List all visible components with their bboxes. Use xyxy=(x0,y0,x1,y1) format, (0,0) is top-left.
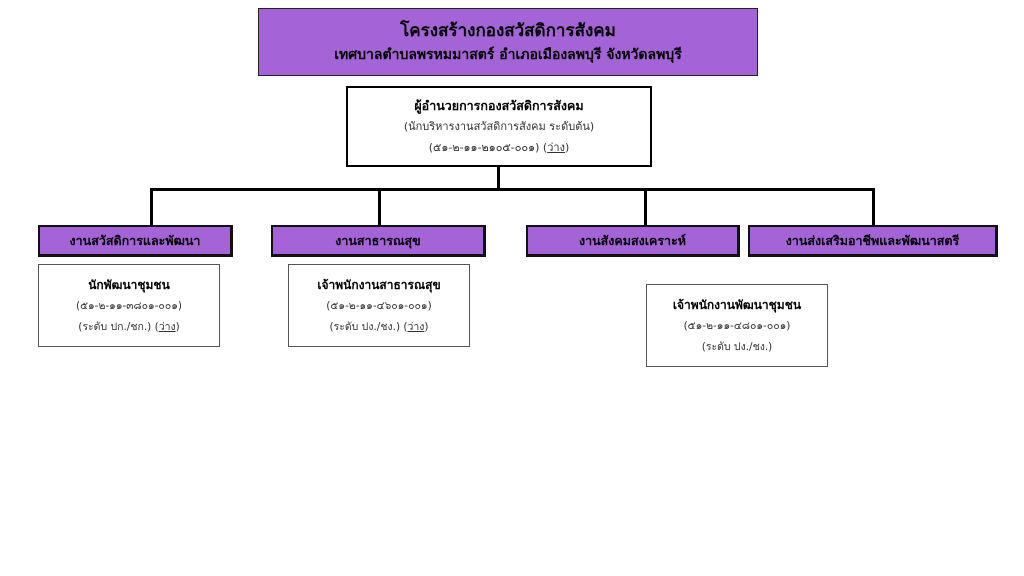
position-name: เจ้าพนักงานพัฒนาชุมชน xyxy=(672,297,802,312)
director-title: ผู้อำนวยการกองสวัสดิการสังคม xyxy=(414,98,584,113)
connector-branch-4 xyxy=(872,188,875,225)
department-public-health: งานสาธารณสุข xyxy=(271,225,486,257)
chart-title: โครงสร้างกองสวัสดิการสังคม xyxy=(400,21,616,41)
position-community-development-officer: เจ้าพนักงานพัฒนาชุมชน (๕๑-๒-๑๑-๔๘๐๑-๐๐๑)… xyxy=(646,284,828,367)
position-public-health-officer: เจ้าพนักงานสาธารณสุข (๕๑-๒-๑๑-๔๖๐๑-๐๐๑) … xyxy=(288,264,470,347)
position-code: (๕๑-๒-๑๑-๔๖๐๑-๐๐๑) xyxy=(326,299,432,312)
connector-branch-1 xyxy=(150,188,153,225)
chart-title-box: โครงสร้างกองสวัสดิการสังคม เทศบาลตำบลพรห… xyxy=(258,8,758,76)
position-level-line: (ระดับ ปง./ชง.) (ว่าง) xyxy=(329,320,429,333)
director-vacant-status: ว่าง xyxy=(547,141,565,154)
department-career-women-development: งานส่งเสริมอาชีพและพัฒนาสตรี xyxy=(748,225,998,257)
connector-trunk xyxy=(497,167,500,189)
connector-branch-3 xyxy=(644,188,647,225)
position-code: (๕๑-๒-๑๑-๓๘๐๑-๐๐๑) xyxy=(75,299,183,312)
director-code: (๕๑-๒-๑๑-๒๑๐๕-๐๐๑) xyxy=(428,141,540,154)
position-name: เจ้าพนักงานสาธารณสุข xyxy=(317,277,441,292)
director-box: ผู้อำนวยการกองสวัสดิการสังคม (นักบริหารง… xyxy=(346,86,652,167)
position-community-developer: นักพัฒนาชุมชน (๕๑-๒-๑๑-๓๘๐๑-๐๐๑) (ระดับ … xyxy=(38,264,220,347)
chart-subtitle: เทศบาลตำบลพรหมมาสตร์ อำเภอเมืองลพบุรี จั… xyxy=(334,47,682,63)
connector-horizontal xyxy=(150,188,875,191)
position-level-line: (ระดับ ปก./ชก.) (ว่าง) xyxy=(78,320,180,333)
department-welfare-development: งานสวัสดิการและพัฒนา xyxy=(38,225,233,257)
position-level: (ระดับ ปง./ชง.) xyxy=(329,320,401,333)
position-name: นักพัฒนาชุมชน xyxy=(88,277,170,292)
director-code-line: (๕๑-๒-๑๑-๒๑๐๕-๐๐๑) (ว่าง) xyxy=(428,141,570,154)
position-vacant-status: ว่าง xyxy=(407,320,425,333)
department-social-welfare: งานสังคมสงเคราะห์ xyxy=(526,225,740,257)
director-level: (นักบริหารงานสวัสดิการสังคม ระดับต้น) xyxy=(403,120,595,133)
position-vacant-status: ว่าง xyxy=(158,320,176,333)
position-code: (๕๑-๒-๑๑-๔๘๐๑-๐๐๑) xyxy=(683,319,791,332)
position-level: (ระดับ ปง./ชง.) xyxy=(701,340,773,353)
connector-branch-2 xyxy=(378,188,381,225)
position-level: (ระดับ ปก./ชก.) xyxy=(78,320,152,333)
